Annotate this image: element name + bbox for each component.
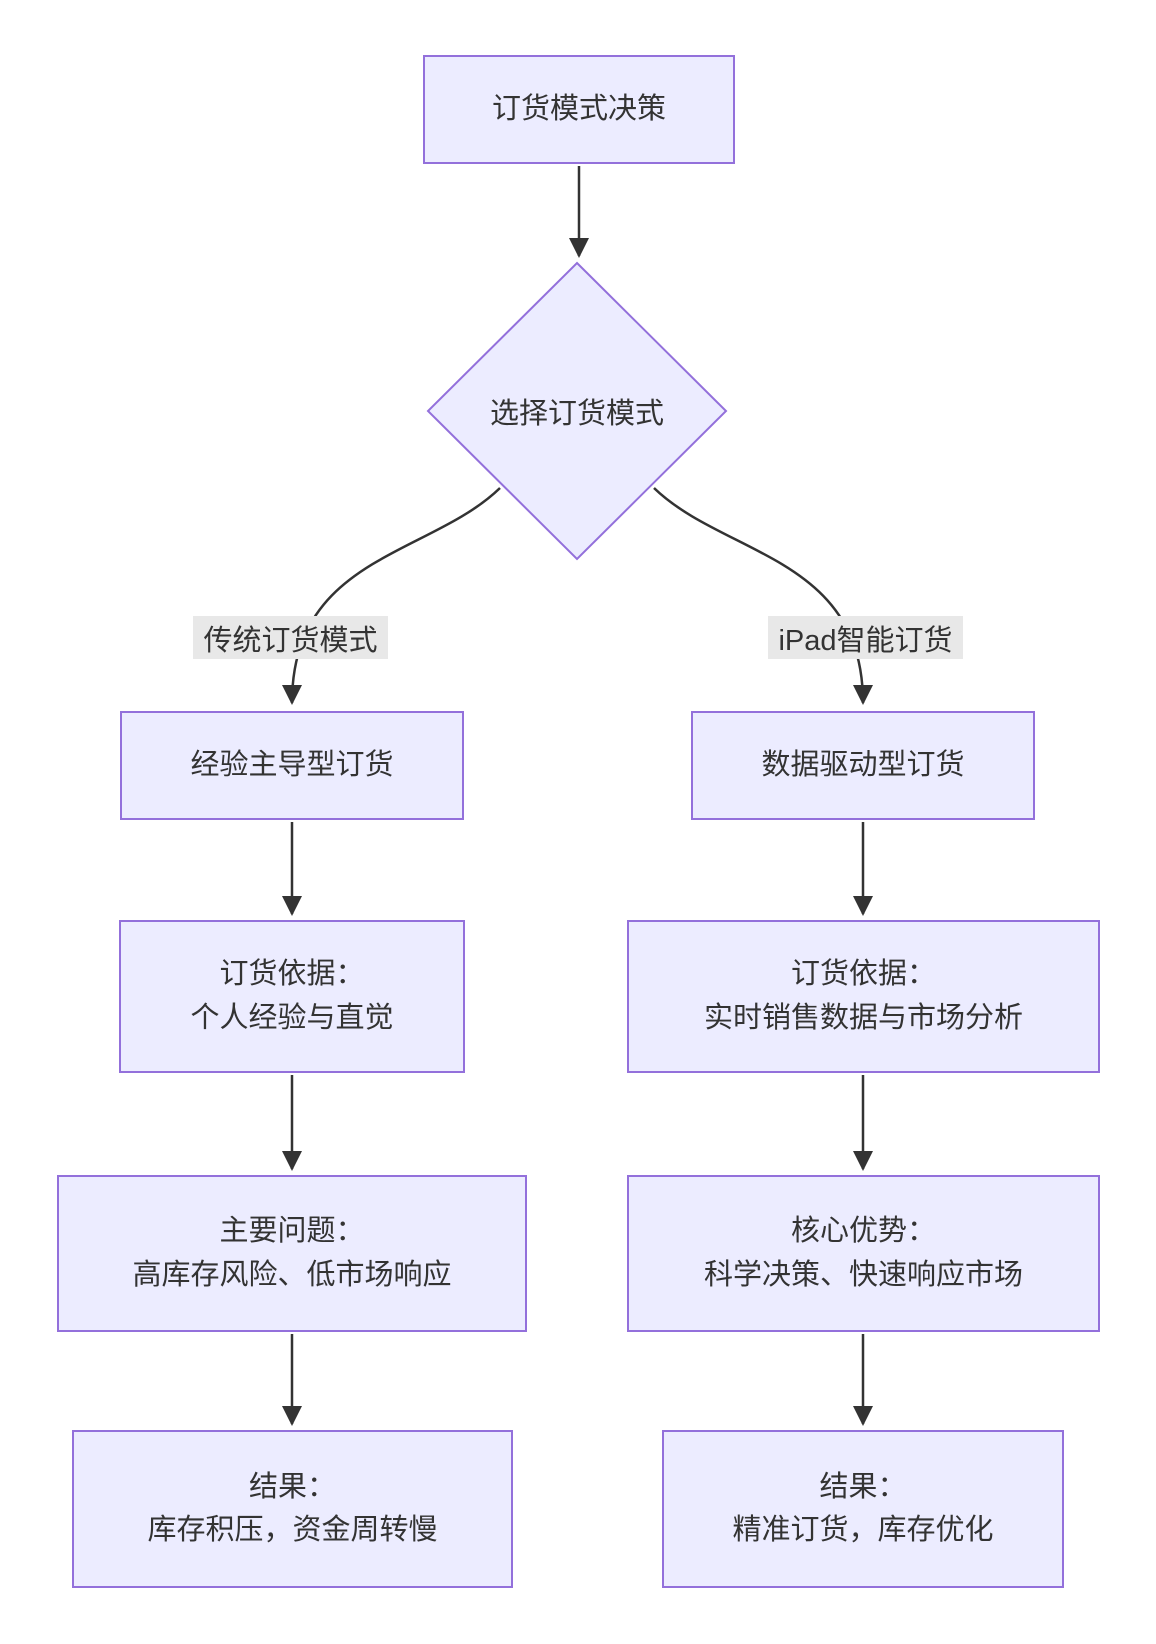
node-label-line2: 个人经验与直觉 (190, 1001, 394, 1034)
node-label-line1: 核心优势： (790, 1215, 936, 1247)
node-label: 选择订货模式 (489, 398, 664, 430)
node-label-line2: 科学决策、快速响应市场 (703, 1258, 1023, 1291)
node-left-result: 结果： 库存积压，资金周转慢 (72, 1430, 513, 1588)
node-label: 订货模式决策 (491, 92, 666, 125)
node-left-ordering-basis: 订货依据： 个人经验与直觉 (119, 920, 465, 1073)
node-right-ordering-basis: 订货依据： 实时销售数据与市场分析 (627, 920, 1100, 1073)
node-label-line1: 结果： (819, 1470, 907, 1503)
node-label-line1: 结果： (248, 1470, 336, 1503)
node-experience-driven-ordering: 经验主导型订货 (120, 711, 464, 820)
edge-label-traditional-mode: 传统订货模式 (193, 616, 388, 659)
node-label-line1: 主要问题： (219, 1215, 365, 1247)
edge-label-text: 传统订货模式 (203, 624, 378, 657)
edge-label-ipad-smart-ordering: iPad智能订货 (768, 616, 963, 659)
decision-diamond-shape (426, 261, 728, 561)
node-data-driven-ordering: 数据驱动型订货 (691, 711, 1035, 820)
node-label: 数据驱动型订货 (761, 748, 965, 781)
edge-decision-to-left-branch (282, 487, 501, 705)
node-label-line2: 实时销售数据与市场分析 (703, 1001, 1023, 1034)
node-decision-label: 选择订货模式 (457, 385, 697, 437)
node-order-mode-decision: 订货模式决策 (423, 55, 735, 164)
node-label-line1: 订货依据： (790, 958, 936, 990)
node-label-line2: 库存积压，资金周转慢 (147, 1514, 438, 1546)
node-left-main-problems: 主要问题： 高库存风险、低市场响应 (57, 1175, 527, 1332)
edge-label-text: iPad智能订货 (778, 624, 953, 657)
node-right-core-advantages: 核心优势： 科学决策、快速响应市场 (627, 1175, 1100, 1332)
node-label-line1: 订货依据： (219, 958, 365, 990)
node-label: 经验主导型订货 (190, 748, 394, 781)
node-right-result: 结果： 精准订货，库存优化 (662, 1430, 1064, 1588)
node-label-line2: 高库存风险、低市场响应 (132, 1258, 452, 1291)
edge-decision-to-right-branch (653, 487, 873, 705)
node-label-line2: 精准订货，库存优化 (732, 1514, 994, 1546)
